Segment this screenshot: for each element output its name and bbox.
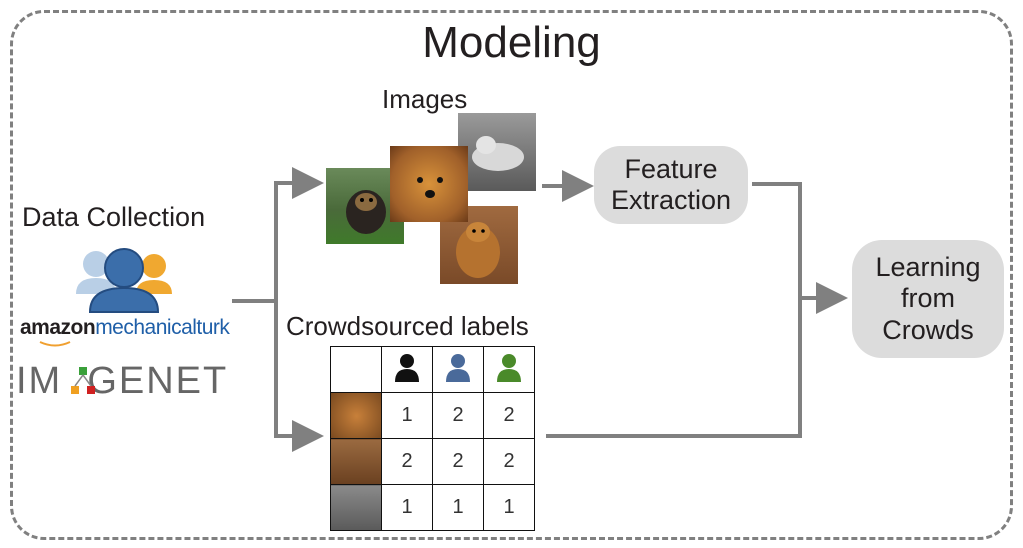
data-collection-label: Data Collection <box>22 202 206 232</box>
dog-photo-brown-closeup <box>390 146 468 222</box>
imagenet-network-icon <box>71 367 95 394</box>
corner-cell <box>330 346 382 393</box>
dog-photo-brown-sitting <box>440 206 518 284</box>
annotator-1-icon <box>381 346 433 393</box>
crowdsourced-labels-label: Crowdsourced labels <box>286 311 529 341</box>
diagram-title: Modeling <box>422 18 601 67</box>
table-row: 1 1 1 <box>330 484 535 531</box>
arrow-to-images <box>232 167 324 303</box>
label-cell: 1 <box>381 484 433 531</box>
label-cell: 2 <box>432 438 484 485</box>
label-cell: 2 <box>432 392 484 439</box>
label-cell: 1 <box>381 392 433 439</box>
amazon-smile-icon <box>39 341 71 347</box>
amazon-mechanical-turk-logo: amazonmechanicalturk <box>20 316 230 339</box>
annotator-header-row <box>330 346 535 393</box>
dog-photo-gray <box>458 113 536 191</box>
modeling-frame <box>10 10 1013 540</box>
label-cell: 2 <box>483 438 535 485</box>
arrow-to-labels <box>274 301 324 452</box>
label-cell: 2 <box>483 392 535 439</box>
table-row: 2 2 2 <box>330 438 535 485</box>
annotator-3-icon <box>483 346 535 393</box>
row-2-dog-thumbnail <box>330 438 382 485</box>
imagenet-logo: IM GENET <box>16 360 229 402</box>
table-row: 1 2 2 <box>330 392 535 439</box>
merge-line <box>546 182 802 438</box>
row-1-dog-thumbnail <box>330 392 382 439</box>
label-cell: 1 <box>483 484 535 531</box>
annotator-2-icon <box>432 346 484 393</box>
label-cell: 2 <box>381 438 433 485</box>
row-3-dog-thumbnail <box>330 484 382 531</box>
images-label: Images <box>382 84 468 114</box>
crowd-labels-table: 1 2 2 2 2 2 1 1 1 <box>330 346 535 531</box>
label-cell: 1 <box>432 484 484 531</box>
crowd-people-icon <box>76 248 172 313</box>
